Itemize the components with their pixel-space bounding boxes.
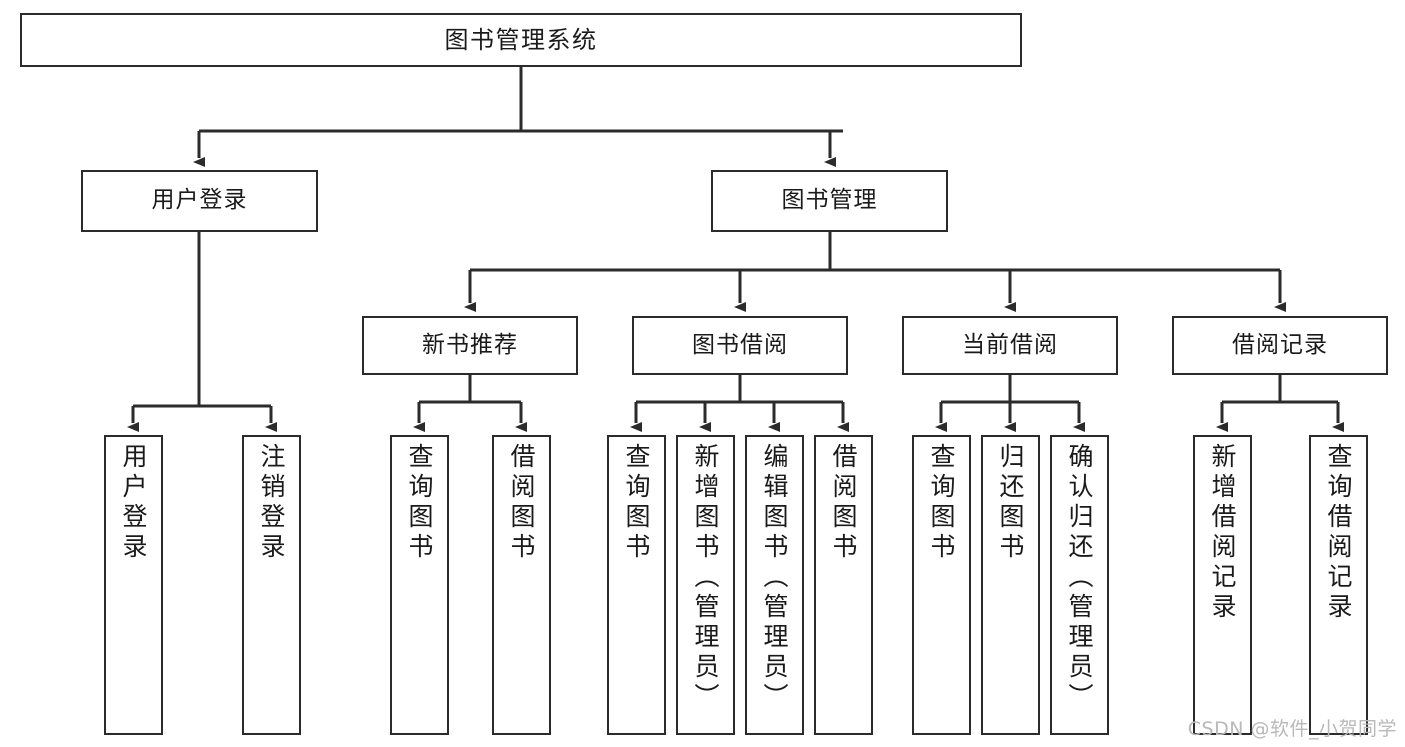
node-label: 查询图书 — [927, 443, 956, 563]
node-label: 新增图书（管理员） — [691, 443, 720, 713]
leaf-query-book-borrow[interactable]: 查询图书 — [607, 435, 666, 735]
leaf-query-book-recommend[interactable]: 查询图书 — [390, 435, 449, 735]
node-label: 新书推荐 — [422, 331, 518, 358]
node-label: 用户登录 — [119, 443, 148, 563]
csdn-watermark: CSDN @软件_小贺同学 — [1187, 718, 1397, 740]
leaf-user-login[interactable]: 用户登录 — [104, 435, 163, 735]
leaf-query-borrow-record[interactable]: 查询借阅记录 — [1309, 435, 1368, 735]
leaf-logout-login[interactable]: 注销登录 — [242, 435, 301, 735]
node-label: 图书借阅 — [692, 331, 788, 358]
node-label: 借阅记录 — [1232, 331, 1328, 358]
node-label: 图书管理系统 — [444, 25, 598, 54]
node-root-book-management-system[interactable]: 图书管理系统 — [20, 13, 1022, 67]
node-label: 编辑图书（管理员） — [760, 443, 789, 713]
leaf-return-book[interactable]: 归还图书 — [981, 435, 1040, 735]
leaf-borrow-book-recommend[interactable]: 借阅图书 — [492, 435, 551, 735]
node-borrow-record[interactable]: 借阅记录 — [1172, 316, 1388, 375]
node-label: 注销登录 — [257, 443, 286, 563]
node-user-login[interactable]: 用户登录 — [81, 170, 318, 232]
node-label: 图书管理 — [781, 187, 878, 214]
node-book-management[interactable]: 图书管理 — [711, 170, 948, 232]
leaf-query-book-current[interactable]: 查询图书 — [912, 435, 971, 735]
node-book-borrow[interactable]: 图书借阅 — [632, 316, 848, 375]
node-label: 新增借阅记录 — [1208, 443, 1237, 623]
node-new-book-recommend[interactable]: 新书推荐 — [362, 316, 578, 375]
node-label: 查询借阅记录 — [1324, 443, 1353, 623]
node-label: 查询图书 — [622, 443, 651, 563]
leaf-add-book-admin[interactable]: 新增图书（管理员） — [676, 435, 735, 735]
node-label: 用户登录 — [151, 187, 248, 214]
node-label: 借阅图书 — [507, 443, 536, 563]
node-label: 查询图书 — [405, 443, 434, 563]
node-label: 借阅图书 — [829, 443, 858, 563]
node-current-borrow[interactable]: 当前借阅 — [902, 316, 1118, 375]
leaf-confirm-return-admin[interactable]: 确认归还（管理员） — [1050, 435, 1109, 735]
leaf-borrow-book[interactable]: 借阅图书 — [814, 435, 873, 735]
node-label: 确认归还（管理员） — [1065, 443, 1094, 713]
leaf-add-borrow-record[interactable]: 新增借阅记录 — [1193, 435, 1252, 735]
node-label: 当前借阅 — [962, 331, 1058, 358]
node-label: 归还图书 — [996, 443, 1025, 563]
leaf-edit-book-admin[interactable]: 编辑图书（管理员） — [745, 435, 804, 735]
